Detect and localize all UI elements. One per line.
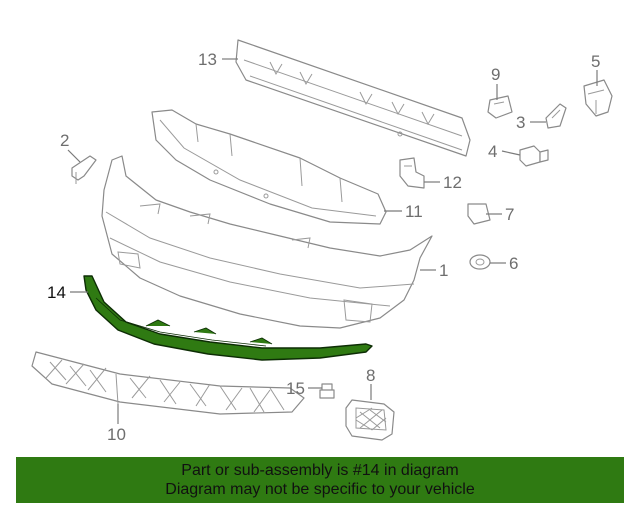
callout-2[interactable]: 2 <box>60 131 69 150</box>
part-13-reinforcement[interactable] <box>235 39 471 157</box>
leader-lines <box>67 58 598 424</box>
banner-line-disclaimer: Diagram may not be specific to your vehi… <box>165 481 475 498</box>
callout-12[interactable]: 12 <box>443 173 462 192</box>
part-12-bracket[interactable] <box>399 157 425 189</box>
callout-6[interactable]: 6 <box>509 254 518 273</box>
part-10-lower-grille[interactable] <box>31 351 305 415</box>
callout-11[interactable]: 11 <box>405 202 423 221</box>
callout-3[interactable]: 3 <box>516 113 525 132</box>
callout-4[interactable]: 4 <box>488 142 497 161</box>
part-9-bracket[interactable] <box>487 95 513 119</box>
callout-10[interactable]: 10 <box>107 425 126 444</box>
callout-13[interactable]: 13 <box>198 50 217 69</box>
callout-5[interactable]: 5 <box>591 52 600 71</box>
highlight-info-banner: Part or sub-assembly is #14 in diagram D… <box>16 457 624 503</box>
part-2-clip[interactable] <box>71 155 97 184</box>
part-1-bumper-fascia[interactable] <box>101 155 433 329</box>
callout-labels: 13 9 5 2 3 4 12 11 7 6 1 14 15 8 10 <box>47 50 600 444</box>
part-8-fog-lamp-bezel[interactable] <box>345 399 395 441</box>
part-5-bracket[interactable] <box>583 79 613 117</box>
part-6-nut[interactable] <box>469 254 491 270</box>
part-7-cover[interactable] <box>467 203 491 225</box>
part-4-push-pin[interactable] <box>519 145 549 167</box>
part-3-retainer[interactable] <box>545 103 567 129</box>
callout-15[interactable]: 15 <box>286 379 305 398</box>
callout-1[interactable]: 1 <box>439 261 448 280</box>
callout-14-highlighted[interactable]: 14 <box>47 283 66 302</box>
banner-line-part-info: Part or sub-assembly is #14 in diagram <box>181 462 459 479</box>
callout-8[interactable]: 8 <box>366 366 375 385</box>
part-14-lower-valance-highlighted[interactable] <box>83 275 373 361</box>
callout-7[interactable]: 7 <box>505 205 514 224</box>
part-11-energy-absorber[interactable] <box>151 109 387 225</box>
callout-9[interactable]: 9 <box>491 65 500 84</box>
part-15-bolt[interactable] <box>319 383 335 399</box>
